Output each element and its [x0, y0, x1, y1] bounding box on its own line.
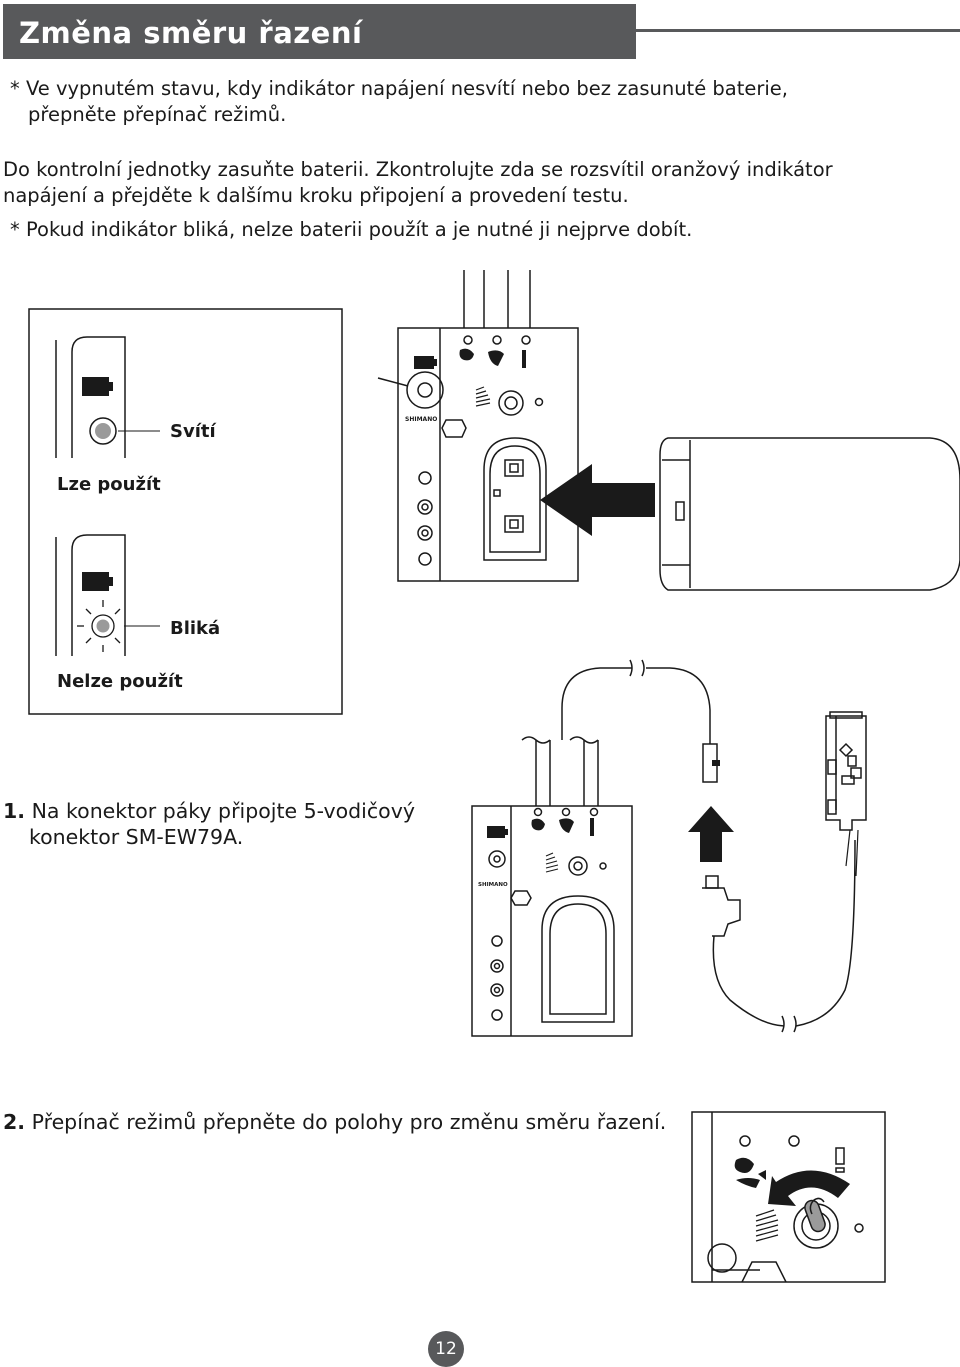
note-2: * Pokud indikátor bliká, nelze baterii p… [10, 218, 693, 241]
led-blinking-icon [77, 600, 160, 652]
brand-logo-lower: SHIMANO [478, 882, 508, 888]
step-1-line-1: Na konektor páky připojte 5-vodičový [31, 799, 415, 823]
step-2: 2. Přepínač režimů přepněte do polohy pr… [3, 1109, 666, 1135]
arrow-left-icon [540, 464, 655, 536]
curved-arrow-icon [768, 1170, 850, 1206]
step-1: 1. Na konektor páky připojte 5-vodičový [3, 798, 415, 824]
paragraph-line-1: Do kontrolní jednotky zasuňte baterii. Z… [3, 158, 833, 181]
blink-label: Bliká [170, 618, 221, 639]
step-2-number: 2. [3, 1110, 26, 1134]
step-2-line-1: Přepínač režimů přepněte do polohy pro z… [31, 1110, 667, 1134]
usable-label: Lze použít [57, 474, 161, 495]
led-lit-icon [89, 417, 160, 445]
note-1-line-1: * Ve vypnutém stavu, kdy indikátor napáj… [10, 77, 789, 100]
page-number-badge: 12 [428, 1331, 464, 1367]
paragraph-line-2: napájení a přejděte k dalšímu kroku přip… [3, 184, 629, 207]
lit-label: Svítí [170, 421, 216, 442]
title-rule [636, 29, 960, 32]
battery-icon [82, 377, 113, 591]
note-1-line-2: přepněte přepínač režimů. [28, 103, 287, 126]
brand-logo-upper: SHIMANO [405, 416, 437, 423]
title-bar: Změna směru řazení [3, 4, 636, 59]
step-1-line-2: konektor SM-EW79A. [29, 825, 244, 849]
step-1-number: 1. [3, 799, 26, 823]
unusable-label: Nelze použít [57, 671, 183, 692]
page-title: Změna směru řazení [19, 16, 363, 50]
arrow-up-icon [688, 806, 734, 862]
